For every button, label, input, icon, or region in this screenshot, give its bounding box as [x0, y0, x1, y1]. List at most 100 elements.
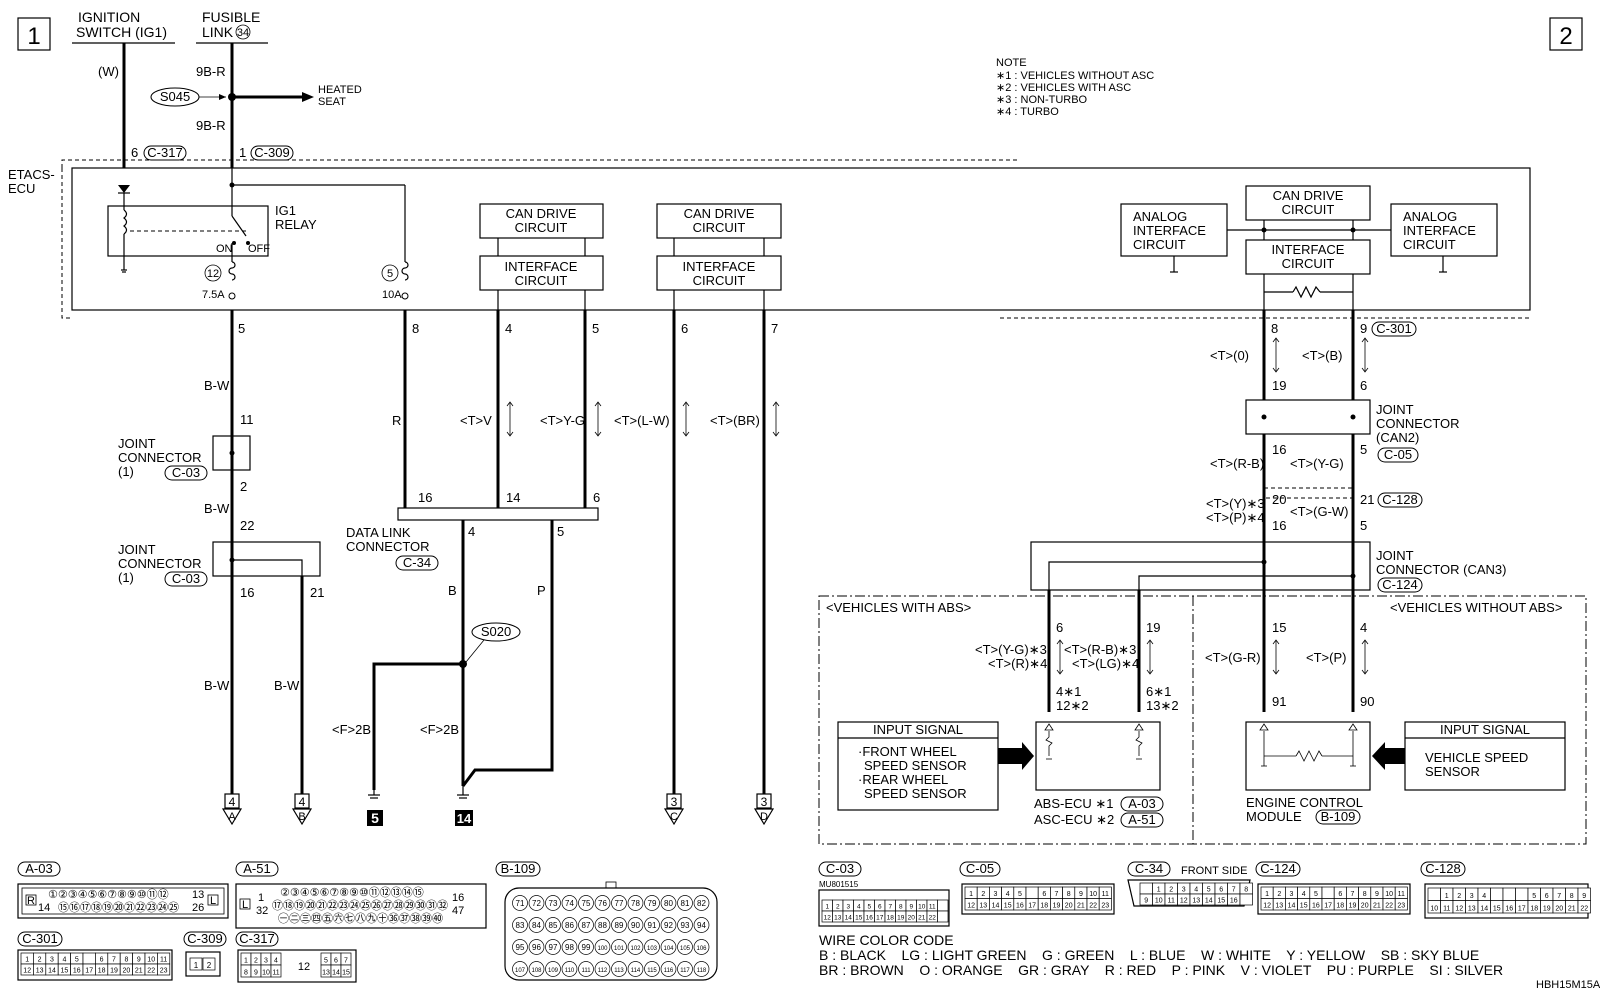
wire-label-f2b-1: <F>2B	[332, 722, 371, 737]
connector-pin	[611, 917, 627, 933]
connector-pin	[627, 961, 644, 977]
connector-pin-label: 16	[1312, 903, 1320, 910]
connector-pin-label: 8	[1363, 891, 1367, 898]
connector-pin-label: 74	[565, 899, 574, 908]
analog-interface-circuit-2: ANALOG INTERFACE CIRCUIT	[1390, 203, 1498, 273]
connector-pin	[627, 895, 644, 911]
connector-pin	[578, 961, 594, 977]
connector-pin-label: 3	[1290, 891, 1294, 898]
ground-5: 5	[367, 790, 383, 826]
pin-22: 22	[240, 518, 254, 533]
connector-pin	[1502, 887, 1516, 901]
pin-16-can2: 16	[1272, 442, 1286, 457]
ecu-pin-5: 5	[238, 321, 245, 336]
connector-pin-label: 15	[1300, 903, 1308, 910]
connector-pin-label: 21	[1077, 903, 1085, 910]
wire-label-tb: <T>(B)	[1302, 348, 1342, 363]
terminal-3d: 3 D	[753, 793, 775, 826]
connector-pin-label: 11	[1443, 906, 1450, 913]
splice-s020: S020	[459, 622, 521, 668]
connector-pin-label: 6	[878, 904, 882, 911]
joint-connector-1: JOINT CONNECTOR (1) C-03	[118, 435, 251, 481]
connector-pin	[545, 895, 561, 911]
connector-pin-label: 18	[98, 968, 106, 975]
tag-c128: C-128	[1377, 492, 1423, 508]
connector-pin	[1515, 887, 1529, 901]
wire-label-p: P	[537, 583, 546, 598]
connector-pin-label: 71	[516, 899, 525, 908]
svg-text:5: 5	[371, 810, 379, 826]
abs-ecu-label: ABS-ECU ∗1	[1034, 796, 1114, 811]
interface-circuit-1: INTERFACE CIRCUIT	[479, 255, 604, 291]
svg-text:SPEED SENSOR: SPEED SENSOR	[864, 758, 967, 773]
connector-pin	[545, 939, 561, 955]
connector-pin-label: 16	[1230, 898, 1238, 905]
connector-pin-label: 12	[1263, 903, 1271, 910]
connector-pin	[1394, 898, 1408, 911]
connector-pin	[512, 939, 528, 955]
svg-text:CIRCUIT: CIRCUIT	[515, 273, 568, 288]
connector-pin	[594, 917, 611, 933]
wire-bw-1: B-W	[204, 378, 230, 393]
svg-text:A-51: A-51	[243, 861, 270, 876]
ecu-pin-7: 7	[771, 321, 778, 336]
svg-text:47: 47	[452, 905, 464, 917]
fusible-link-label: FUSIBLE LINK 34	[196, 9, 268, 44]
wire-label-t0: <T>(0)	[1210, 348, 1249, 363]
connector-pin	[82, 952, 96, 965]
svg-text:NOTE: NOTE	[996, 57, 1027, 69]
connector-pin-label: 14	[1205, 898, 1213, 905]
connector-pin-label: 22	[1580, 906, 1588, 913]
connector-pin-label: 11	[272, 970, 279, 977]
svg-text:CIRCUIT: CIRCUIT	[1133, 237, 1186, 252]
svg-text:D: D	[760, 811, 768, 823]
connector-pin-label: 105	[680, 946, 691, 952]
connector-pin-label: 20	[1065, 903, 1073, 910]
svg-text:INTERFACE: INTERFACE	[683, 259, 756, 274]
connector-pin	[627, 917, 644, 933]
connector-pin-label: 9	[909, 904, 913, 911]
connector-pin	[545, 917, 561, 933]
connector-pin-label: 109	[548, 968, 559, 974]
connector-pin-label: 8	[124, 957, 128, 964]
connector-pin-label: 13	[979, 903, 987, 910]
connector-pin-label: 75	[582, 899, 591, 908]
connector-pin-label: 107	[515, 968, 526, 974]
ecu-pin-6: 6	[681, 321, 688, 336]
tag-a51: A-51	[1120, 812, 1164, 828]
svg-text:4: 4	[299, 795, 306, 809]
joint-connector-can2: JOINT CONNECTOR (CAN2)	[1245, 399, 1460, 445]
connector-pin	[660, 939, 677, 955]
label-vehicles-without-abs: <VEHICLES WITHOUT ABS>	[1390, 600, 1562, 615]
terminating-resistor	[1264, 285, 1353, 299]
svg-text:CONNECTOR: CONNECTOR	[1376, 416, 1460, 431]
connector-pin	[561, 961, 578, 977]
connector-pin-label: 103	[647, 946, 658, 952]
wire-label-trb: <T>(R-B)	[1210, 456, 1264, 471]
connector-pin-label: 4	[62, 957, 66, 964]
connector-pin-label: 13	[1275, 903, 1283, 910]
svg-text:CONNECTOR: CONNECTOR	[118, 450, 202, 465]
wire-label-b: B	[448, 583, 457, 598]
svg-text:RELAY: RELAY	[275, 217, 317, 232]
connector-pin-label: 15	[855, 915, 863, 922]
bidirectional-arrows-right	[1272, 337, 1369, 373]
connector-pin-label: 23	[1101, 903, 1109, 910]
terminal-4b: 4 B	[291, 793, 313, 826]
svg-text:12: 12	[298, 961, 310, 973]
svg-text:CIRCUIT: CIRCUIT	[1282, 256, 1335, 271]
connector-pin-label: 2	[836, 904, 840, 911]
connector-pin	[611, 961, 627, 977]
connector-c309: C-309 1 2	[183, 931, 227, 977]
page-number-left: 1	[17, 17, 51, 51]
connector-pin-label: 5	[1532, 893, 1536, 900]
connector-pin	[677, 917, 693, 933]
svg-text:16: 16	[418, 490, 432, 505]
connector-pin-label: 5	[867, 904, 871, 911]
pin-6-can2: 6	[1360, 378, 1367, 393]
connector-pin	[1139, 882, 1153, 895]
